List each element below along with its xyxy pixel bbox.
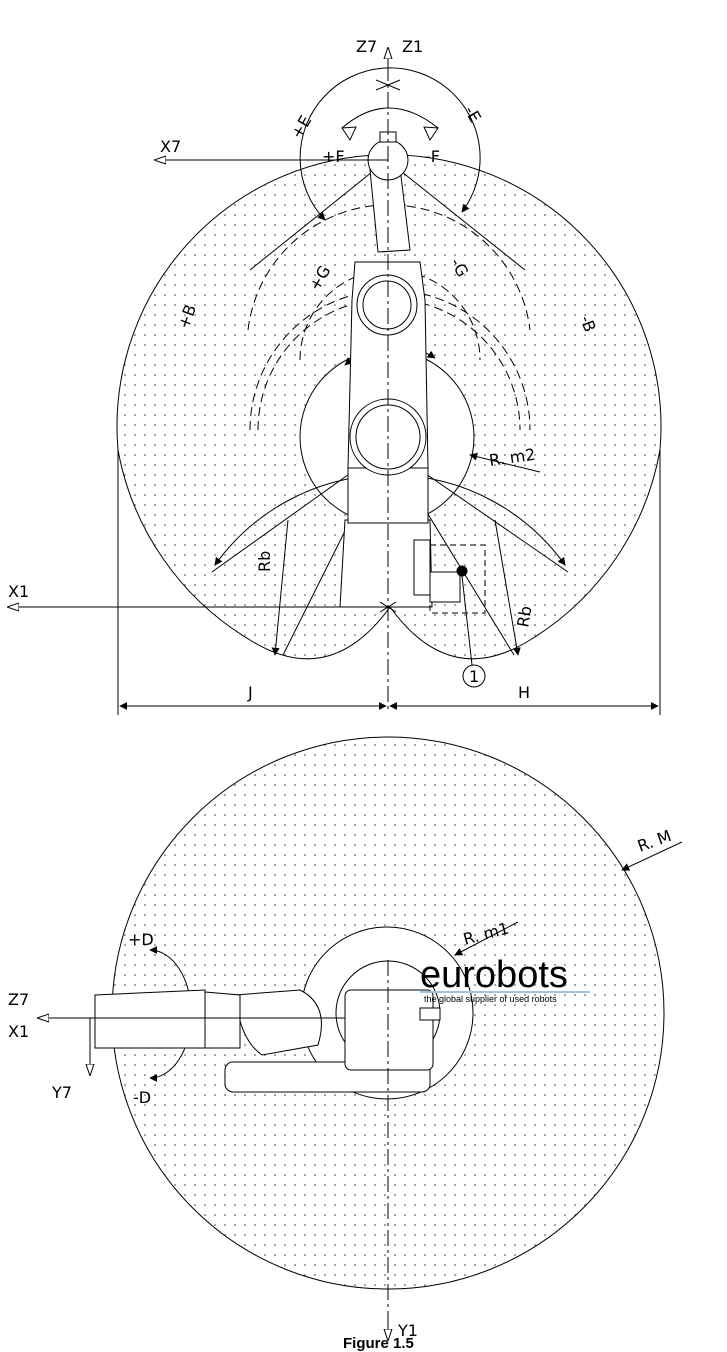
watermark-tagline: the global supplier of used robots <box>424 994 557 1004</box>
f-rotation-arc <box>341 107 439 129</box>
label-dim-j: J <box>247 683 253 702</box>
dashed-arc-upper <box>247 204 531 331</box>
dashed-option-box <box>429 544 486 614</box>
f-arrow-left <box>341 126 357 142</box>
robot-top-body <box>94 960 441 1093</box>
label-plus-f: +F <box>322 147 345 166</box>
rm2-leader <box>469 452 541 473</box>
label-rb-left: Rb <box>255 551 274 572</box>
label-top-x1: X1 <box>8 1022 29 1041</box>
label-z1: Z1 <box>402 37 423 56</box>
label-dim-h: H <box>518 683 530 702</box>
label-plus-e: +E <box>287 112 315 142</box>
label-top-z7: Z7 <box>8 990 29 1009</box>
side-view <box>8 48 662 715</box>
label-x1: X1 <box>8 582 29 601</box>
cross-marker-bottom2 <box>379 601 397 613</box>
watermark-brand: eurobots <box>420 954 568 996</box>
rb-left-radius <box>271 519 289 656</box>
label-callout: 1 <box>469 667 479 686</box>
label-minus-d: -D <box>133 1088 151 1107</box>
label-z7: Z7 <box>356 37 377 56</box>
rm1-leader <box>454 921 519 956</box>
rb-right-radius <box>494 519 521 656</box>
label-rM: R. M <box>635 826 674 856</box>
callout-circle <box>462 664 486 688</box>
e-rotation-arc <box>299 67 481 221</box>
label-minus-b: -B <box>576 313 599 335</box>
dashed-arc-outer <box>249 289 531 431</box>
label-plus-d: +D <box>128 930 154 949</box>
label-minus-f: -F <box>425 147 440 166</box>
watermark: eurobots the global supplier of used rob… <box>420 954 590 1004</box>
callout-leader <box>461 575 473 666</box>
option-marker-dot <box>456 565 468 577</box>
label-rb-right: Rb <box>513 604 535 628</box>
f-arrow-right <box>423 126 439 142</box>
label-x7: X7 <box>160 137 181 156</box>
label-top-y7: Y7 <box>51 1083 72 1102</box>
figure-caption: Figure 1.5 <box>343 1335 414 1352</box>
label-top-y1: Y1 <box>397 1321 418 1340</box>
top-view <box>38 736 683 1340</box>
robot-side-body <box>339 131 461 608</box>
cross-marker-top2 <box>375 79 401 91</box>
rM-leader <box>621 841 683 871</box>
